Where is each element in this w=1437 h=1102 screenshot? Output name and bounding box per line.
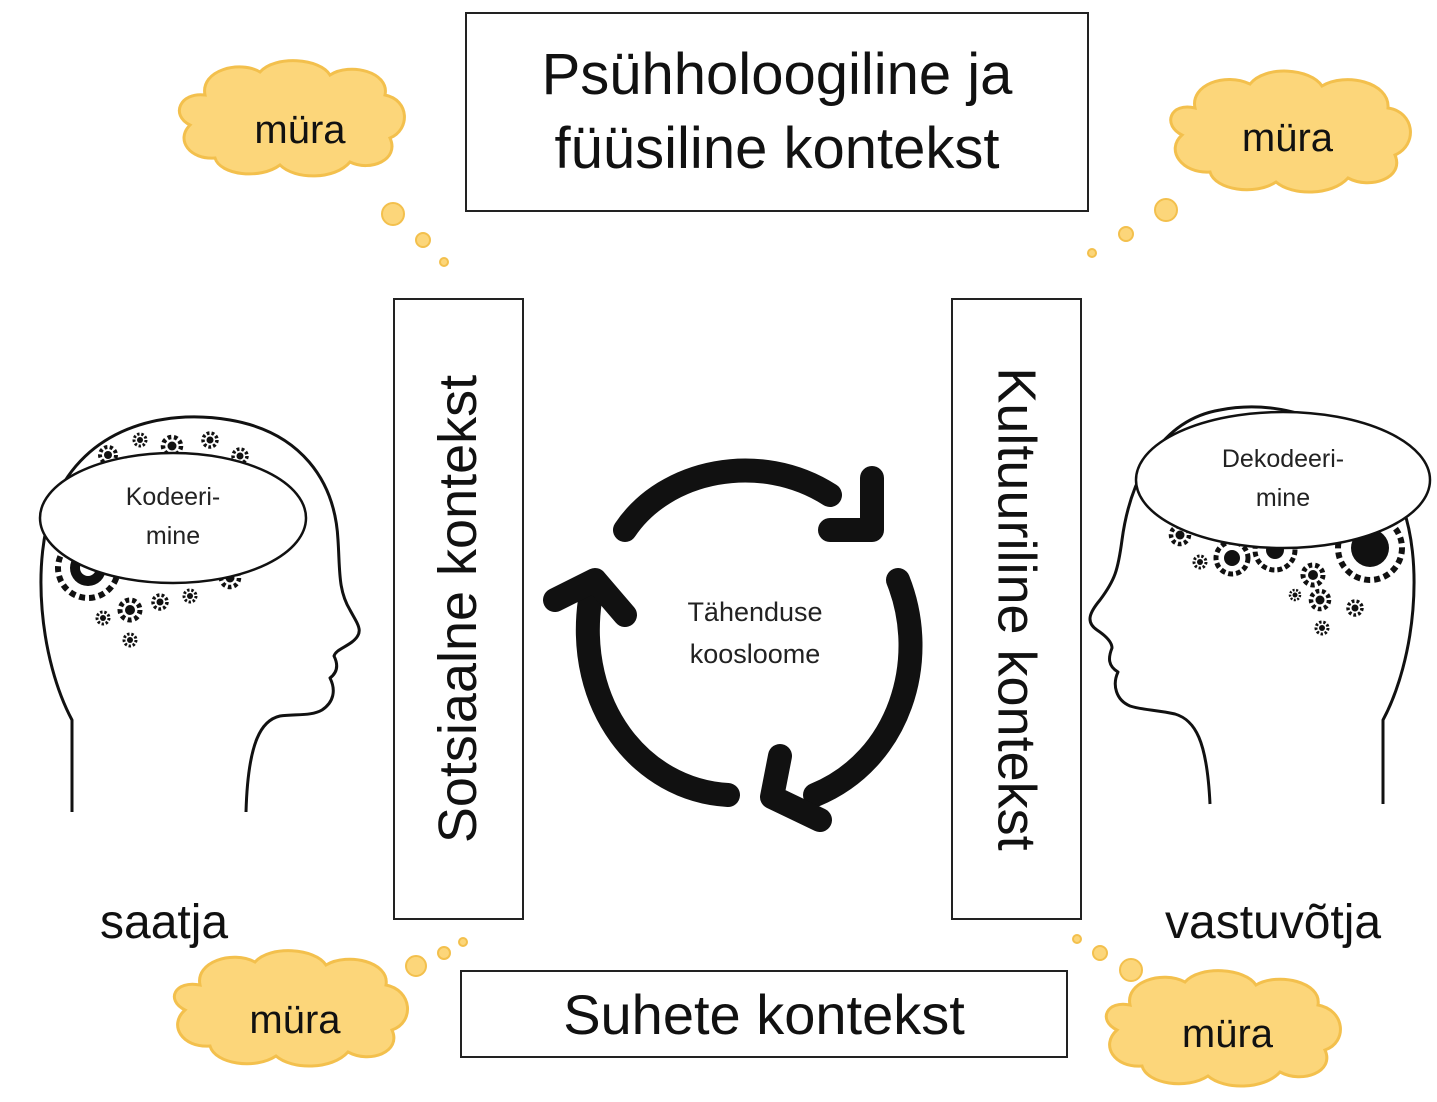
center-line-1: Tähenduse [687, 597, 823, 627]
meaning-cocreation-label: Tähenduse koosloome [640, 592, 870, 676]
social-context-label: Sotsiaalne kontekst [428, 374, 489, 844]
relationship-context-label: Suhete kontekst [563, 982, 965, 1046]
decoding-oval [1134, 410, 1432, 550]
noise-label-bottom-left: müra [249, 998, 341, 1042]
top-context-line-2: füüsiline kontekst [554, 116, 1000, 181]
decoding-label: Dekodeeri- mine [1193, 440, 1373, 518]
decoding-line-1: Dekodeeri- [1221, 445, 1345, 473]
encoding-label: Kodeeri- mine [93, 478, 253, 556]
psychological-physical-context-box: Psühholoogiline ja füüsiline kontekst [465, 12, 1089, 212]
cloud-bottom-left [172, 937, 468, 1068]
cloud-bottom-right [1072, 934, 1342, 1088]
encoding-line-2: mine [145, 521, 201, 550]
encoding-oval [38, 451, 308, 585]
encoding-line-1: Kodeeri- [125, 483, 221, 511]
top-context-line-1: Psühholoogiline ja [541, 41, 1013, 107]
relationship-context-box: Suhete kontekst [460, 970, 1068, 1058]
cloud-top-left [177, 59, 449, 267]
noise-label-bottom-right: müra [1181, 1012, 1274, 1056]
cultural-context-label: Kultuuriline kontekst [986, 367, 1047, 851]
center-line-2: koosloome [689, 638, 821, 669]
cycle-arrows-icon [543, 458, 923, 832]
social-context-box: Sotsiaalne kontekst [393, 298, 524, 920]
cloud-top-right [1087, 69, 1412, 258]
noise-label-top-left: müra [254, 108, 346, 152]
cultural-context-box: Kultuuriline kontekst [951, 298, 1082, 920]
receiver-label: vastuvõtja [1165, 896, 1382, 949]
decoding-line-2: mine [1255, 483, 1311, 512]
noise-label-top-right: müra [1241, 116, 1334, 160]
sender-label: saatja [100, 896, 229, 949]
